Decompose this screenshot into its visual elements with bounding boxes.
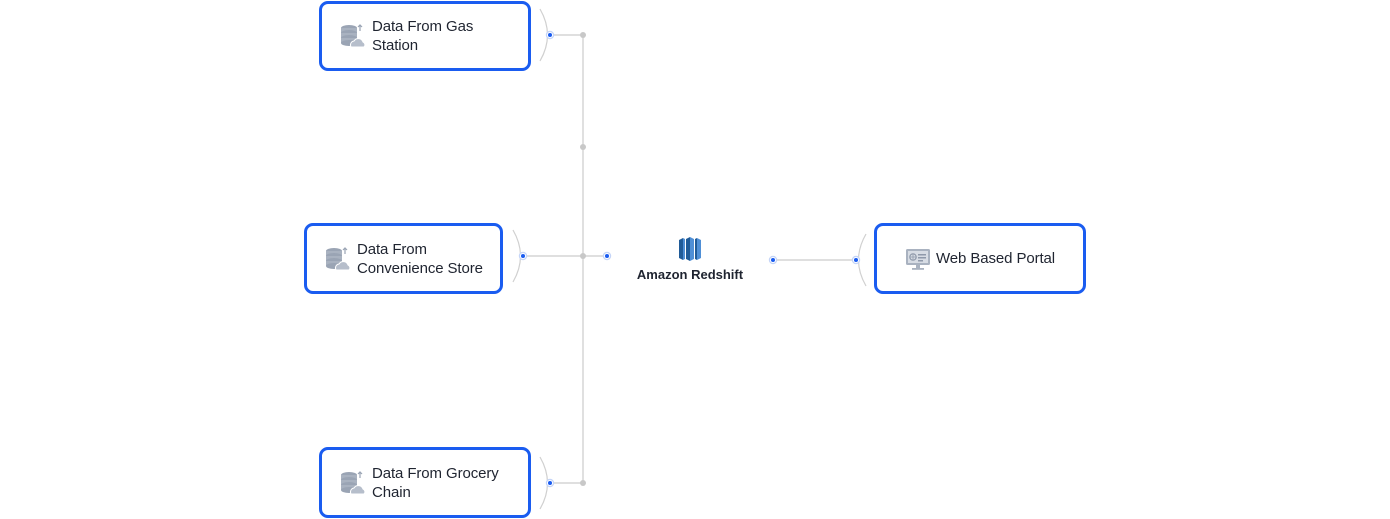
- database-cloud-icon: [326, 246, 351, 270]
- target-label: Web Based Portal: [936, 250, 1056, 267]
- source-node-gas-station[interactable]: Data From Gas Station: [319, 1, 531, 71]
- junction-dot: [580, 144, 586, 150]
- junction-dot: [580, 253, 586, 259]
- hub-label: Amazon Redshift: [636, 267, 744, 282]
- hub-node-amazon-redshift[interactable]: Amazon Redshift: [620, 236, 760, 282]
- web-portal-icon: [906, 248, 930, 270]
- source-node-convenience-store[interactable]: Data From Convenience Store: [304, 223, 503, 294]
- source-label: Data From Grocery Chain: [372, 464, 499, 501]
- database-cloud-icon: [341, 24, 366, 48]
- junction-dot: [580, 32, 586, 38]
- junction-dot: [580, 480, 586, 486]
- source-node-grocery-chain[interactable]: Data From Grocery Chain: [319, 447, 531, 518]
- port-dot-core: [521, 33, 858, 485]
- source-label: Data From Convenience Store: [357, 240, 483, 277]
- source-label: Data From Gas Station: [372, 18, 474, 54]
- database-cloud-icon: [341, 470, 366, 494]
- amazon-redshift-icon: [679, 237, 701, 261]
- target-node-web-based-portal[interactable]: Web Based Portal: [874, 223, 1086, 294]
